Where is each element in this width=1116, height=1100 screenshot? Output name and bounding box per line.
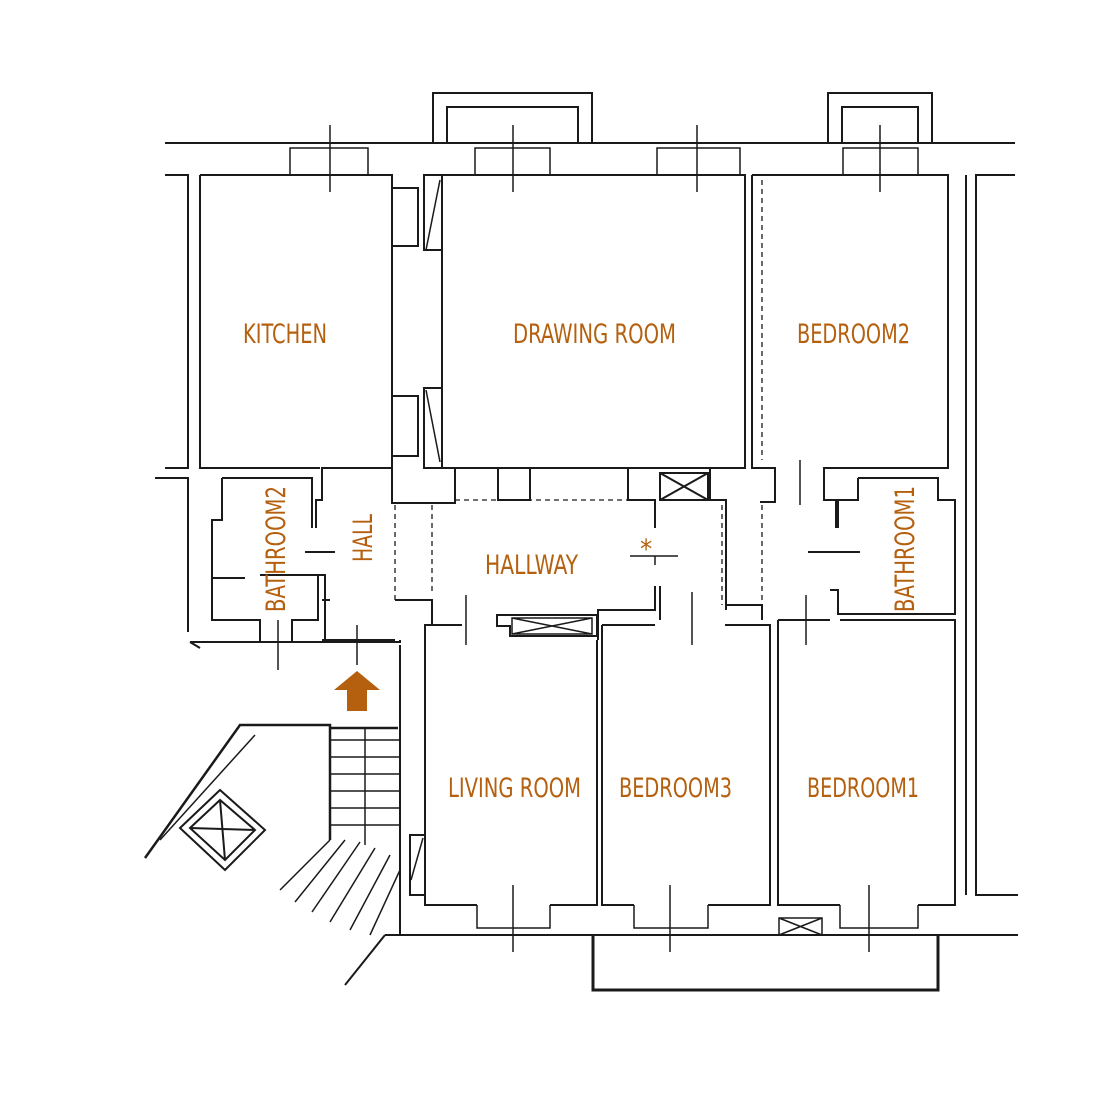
label-hallway: HALLWAY <box>485 550 578 581</box>
room-labels: KITCHEN DRAWING ROOM BEDROOM2 BATHROOM2 … <box>243 319 921 804</box>
up-arrow-icon <box>334 671 380 711</box>
label-hall: HALL <box>348 514 379 562</box>
label-bathroom2: BATHROOM2 <box>261 486 292 612</box>
asterisk-marker: * <box>640 534 652 565</box>
label-bedroom2: BEDROOM2 <box>797 319 910 350</box>
walls <box>143 92 1018 992</box>
label-kitchen: KITCHEN <box>243 319 327 350</box>
label-drawing-room: DRAWING ROOM <box>513 319 676 350</box>
label-bedroom1: BEDROOM1 <box>807 773 919 804</box>
label-bedroom3: BEDROOM3 <box>619 773 732 804</box>
label-living-room: LIVING ROOM <box>448 773 581 804</box>
label-bathroom1: BATHROOM1 <box>890 486 921 612</box>
